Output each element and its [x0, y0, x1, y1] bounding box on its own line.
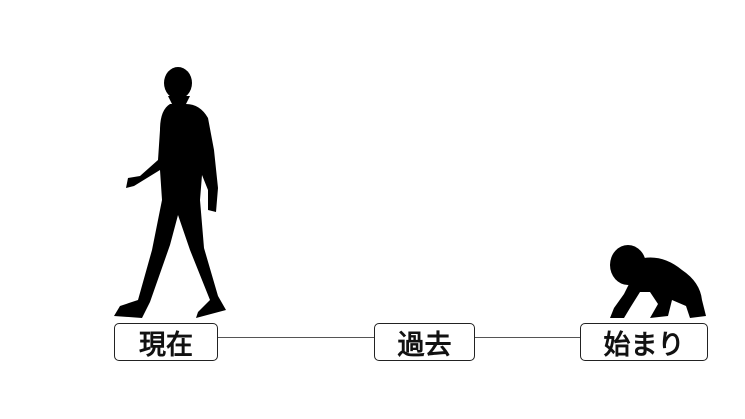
label-past: 過去: [374, 323, 475, 361]
label-present: 現在: [114, 323, 218, 361]
walking-man-icon: [114, 67, 226, 318]
label-beginning: 始まり: [580, 323, 708, 361]
crawling-baby-icon: [610, 245, 706, 318]
